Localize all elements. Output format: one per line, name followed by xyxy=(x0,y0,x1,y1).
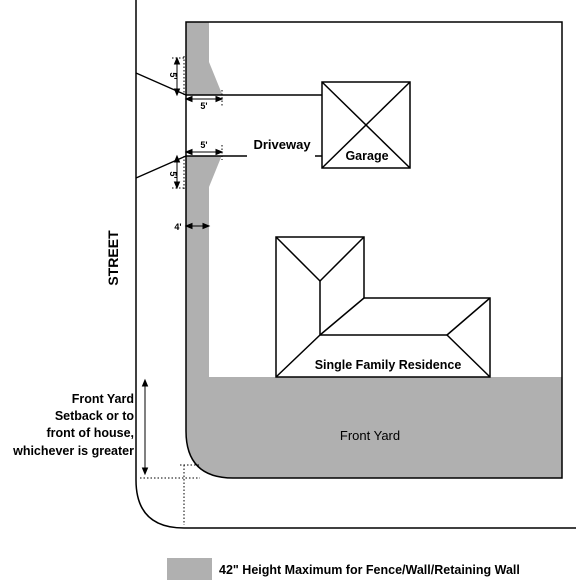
setback-line-2: Setback or to xyxy=(55,409,135,423)
residence-building xyxy=(275,236,491,378)
setback-line-3: front of house, xyxy=(47,426,135,440)
garage-building xyxy=(321,81,411,169)
street-label: STREET xyxy=(105,230,121,286)
legend-swatch xyxy=(167,558,212,580)
property-line xyxy=(185,21,563,479)
dim-5-top-vertical: 5' xyxy=(168,72,178,79)
driveway xyxy=(186,95,322,156)
garage-label: Garage xyxy=(345,149,388,163)
residence-label: Single Family Residence xyxy=(315,358,462,372)
setback-line-4: whichever is greater xyxy=(12,444,134,458)
front-yard-label: Front Yard xyxy=(340,428,400,443)
street-curb-line xyxy=(135,0,576,529)
dim-4: 4' xyxy=(174,222,181,232)
setback-note: Front Yard Setback or to front of house,… xyxy=(12,392,134,458)
dim-5-top: 5' xyxy=(200,101,207,111)
setback-line-1: Front Yard xyxy=(72,392,134,406)
dim-5-bottom: 5' xyxy=(200,140,207,150)
dim-5-bottom-vertical: 5' xyxy=(168,171,178,178)
driveway-label: Driveway xyxy=(253,137,311,152)
height-restricted-zone xyxy=(186,22,562,478)
legend-text: 42" Height Maximum for Fence/Wall/Retain… xyxy=(219,563,520,577)
dim-arrows xyxy=(141,56,224,476)
